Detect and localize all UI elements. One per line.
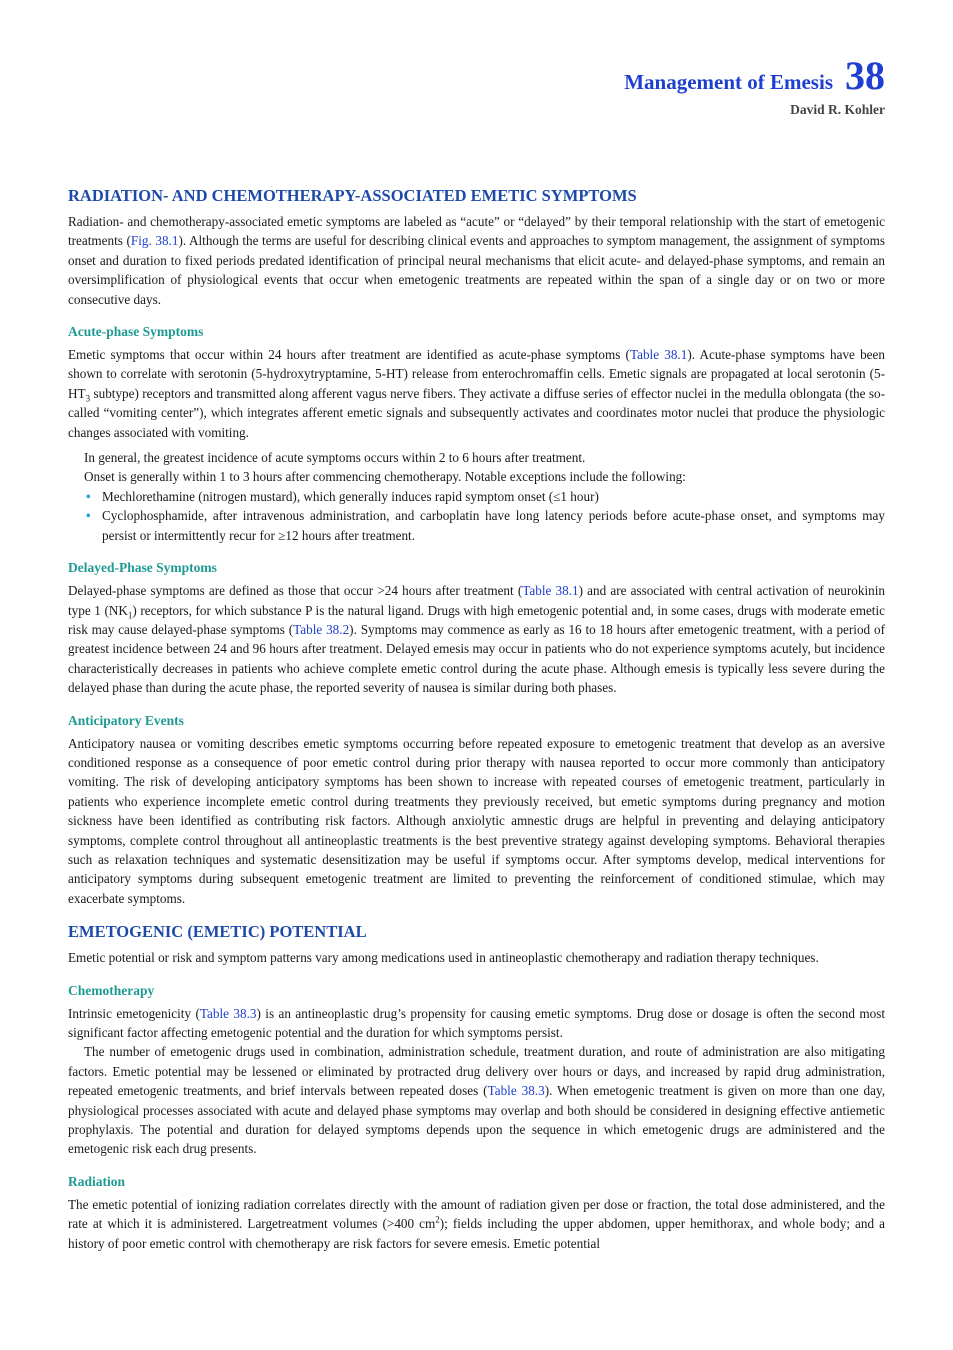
chapter-body: RADIATION- AND CHEMOTHERAPY-ASSOCIATED E…: [68, 186, 885, 1253]
acute-notes: In general, the greatest incidence of ac…: [84, 448, 885, 487]
subheading-radiation: Radiation: [68, 1173, 126, 1189]
section-heading-emetogenic-potential: EMETOGENIC (EMETIC) POTENTIAL: [68, 922, 367, 942]
paragraph-radiation: The emetic potential of ionizing radiati…: [68, 1196, 885, 1251]
paragraph-delayed: Delayed-phase symptoms are defined as th…: [68, 583, 886, 696]
table-link[interactable]: Table 38.2: [293, 621, 350, 637]
list-item: •Cyclophosphamide, after intravenous adm…: [86, 508, 885, 543]
table-link[interactable]: Table 38.1: [522, 583, 579, 599]
section-heading-radiation-chemo: RADIATION- AND CHEMOTHERAPY-ASSOCIATED E…: [68, 186, 637, 205]
list-item: •Mechlorethamine (nitrogen mustard), whi…: [84, 487, 885, 506]
bullet-icon: •: [86, 488, 91, 504]
table-link[interactable]: Table 38.3: [199, 1005, 257, 1021]
chapter-number: 38: [845, 53, 885, 98]
table-link[interactable]: Table 38.3: [487, 1083, 545, 1099]
subheading-anticipatory: Anticipatory Events: [68, 712, 184, 728]
paragraph-acute: Emetic symptoms that occur within 24 hou…: [68, 347, 885, 440]
chapter-header: Management of Emesis 38 David R. Kohler: [624, 56, 885, 118]
subheading-delayed-phase: Delayed-Phase Symptoms: [68, 560, 217, 576]
exceptions-list: •Mechlorethamine (nitrogen mustard), whi…: [68, 487, 885, 545]
paragraph-potential-intro: Emetic potential or risk and symptom pat…: [68, 950, 819, 966]
acute-note-incidence: In general, the greatest incidence of ac…: [84, 450, 586, 466]
acute-note-onset: Onset is generally within 1 to 3 hours a…: [84, 469, 686, 485]
bullet-icon: •: [86, 508, 91, 524]
chapter-author: David R. Kohler: [790, 102, 885, 117]
paragraph-intro: Radiation- and chemotherapy-associated e…: [68, 214, 886, 307]
table-link[interactable]: Table 38.1: [629, 347, 688, 363]
figure-link[interactable]: Fig. 38.1: [130, 233, 179, 249]
paragraph-chemo-2: The number of emetogenic drugs used in c…: [68, 1044, 885, 1157]
chapter-title: Management of Emesis: [624, 70, 833, 94]
subheading-acute-phase: Acute-phase Symptoms: [68, 324, 204, 340]
paragraph-chemo-1: Intrinsic emetogenicity (Table 38.3) is …: [68, 1005, 885, 1040]
subheading-chemotherapy: Chemotherapy: [68, 982, 155, 998]
paragraph-anticipatory: Anticipatory nausea or vomiting describe…: [68, 735, 885, 906]
